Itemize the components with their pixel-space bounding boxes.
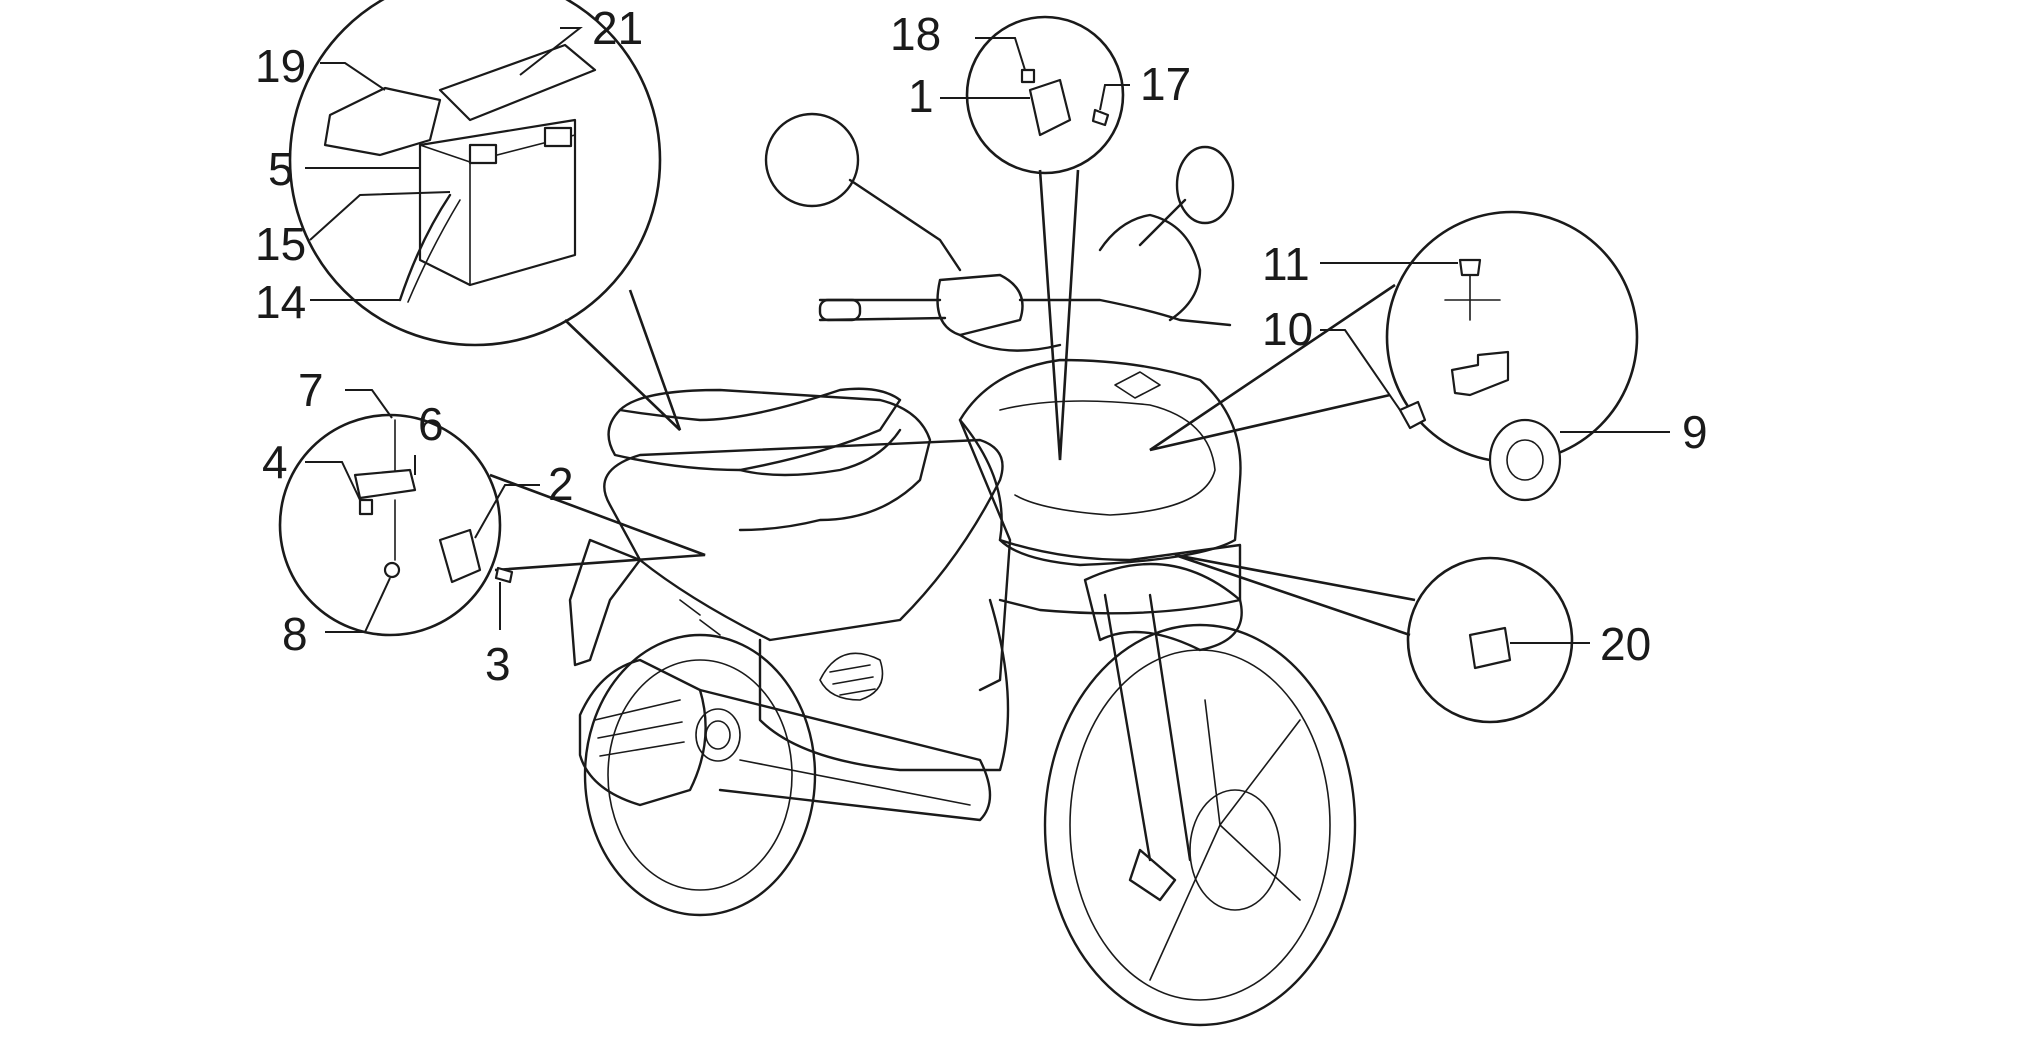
label-14: 14 bbox=[255, 276, 306, 328]
label-17: 17 bbox=[1140, 58, 1191, 110]
seat bbox=[618, 388, 932, 532]
label-7: 7 bbox=[298, 364, 324, 416]
callout-relay-top bbox=[965, 15, 1125, 461]
front-wheel bbox=[1043, 562, 1357, 1027]
rear-wheel bbox=[583, 633, 817, 917]
label-20: 20 bbox=[1600, 618, 1651, 670]
label-8: 8 bbox=[282, 608, 308, 660]
label-2: 2 bbox=[548, 458, 574, 510]
label-9: 9 bbox=[1682, 406, 1708, 458]
callout-clip bbox=[1174, 553, 1574, 724]
part-labels: 21 19 5 15 14 18 1 17 11 10 9 7 6 4 2 8 … bbox=[255, 2, 1708, 690]
leader-lines bbox=[305, 27, 1670, 644]
label-19: 19 bbox=[255, 40, 306, 92]
label-5: 5 bbox=[268, 143, 294, 195]
label-11: 11 bbox=[1262, 238, 1310, 290]
label-3: 3 bbox=[485, 638, 511, 690]
scooter-drawing bbox=[568, 112, 1357, 1027]
label-6: 6 bbox=[418, 398, 444, 450]
label-21: 21 bbox=[592, 2, 643, 54]
label-4: 4 bbox=[262, 436, 288, 488]
label-10: 10 bbox=[1262, 303, 1313, 355]
scooter-body bbox=[568, 387, 1010, 772]
callout-horn bbox=[1149, 210, 1639, 502]
handlebar bbox=[764, 112, 1235, 352]
engine-cover bbox=[578, 658, 992, 822]
label-1: 1 bbox=[908, 70, 934, 122]
callout-relay-left bbox=[278, 413, 706, 637]
label-18: 18 bbox=[890, 8, 941, 60]
callout-battery bbox=[288, 0, 682, 431]
label-15: 15 bbox=[255, 218, 306, 270]
